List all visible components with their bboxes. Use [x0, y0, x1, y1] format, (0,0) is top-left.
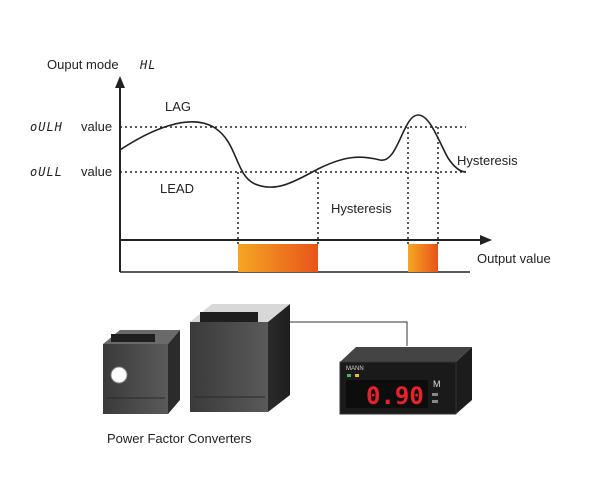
region-low-label: LEAD [160, 181, 194, 196]
y-axis-label: Ouput mode [47, 57, 119, 72]
output-pulse-2 [408, 244, 438, 272]
connector-wire [280, 321, 408, 346]
region-high-label: LAG [165, 99, 191, 114]
panel-meter: MANN 0.90 M [339, 347, 472, 415]
meter-button-label: M [433, 379, 441, 389]
high-level-code: oULH [30, 120, 63, 134]
hysteresis-label-1: Hysteresis [331, 201, 392, 216]
high-level-label: value [81, 119, 112, 134]
meter-digits: 0.90 [366, 382, 424, 410]
meter-brand: MANN [346, 366, 364, 372]
y-axis-mode-code: HL [139, 58, 156, 72]
guide-lines [237, 127, 439, 244]
x-axis-label: Output value [477, 251, 551, 266]
x-axis [120, 235, 492, 245]
signal-curve [119, 114, 467, 188]
y-axis [115, 76, 125, 272]
photo-caption: Power Factor Converters [107, 431, 252, 446]
converter-large [190, 304, 290, 412]
output-pulse-1 [238, 244, 318, 272]
converter-small [103, 330, 180, 414]
low-level-label: value [81, 164, 112, 179]
low-level-code: oULL [30, 165, 63, 179]
hysteresis-label-2: Hysteresis [457, 153, 518, 168]
